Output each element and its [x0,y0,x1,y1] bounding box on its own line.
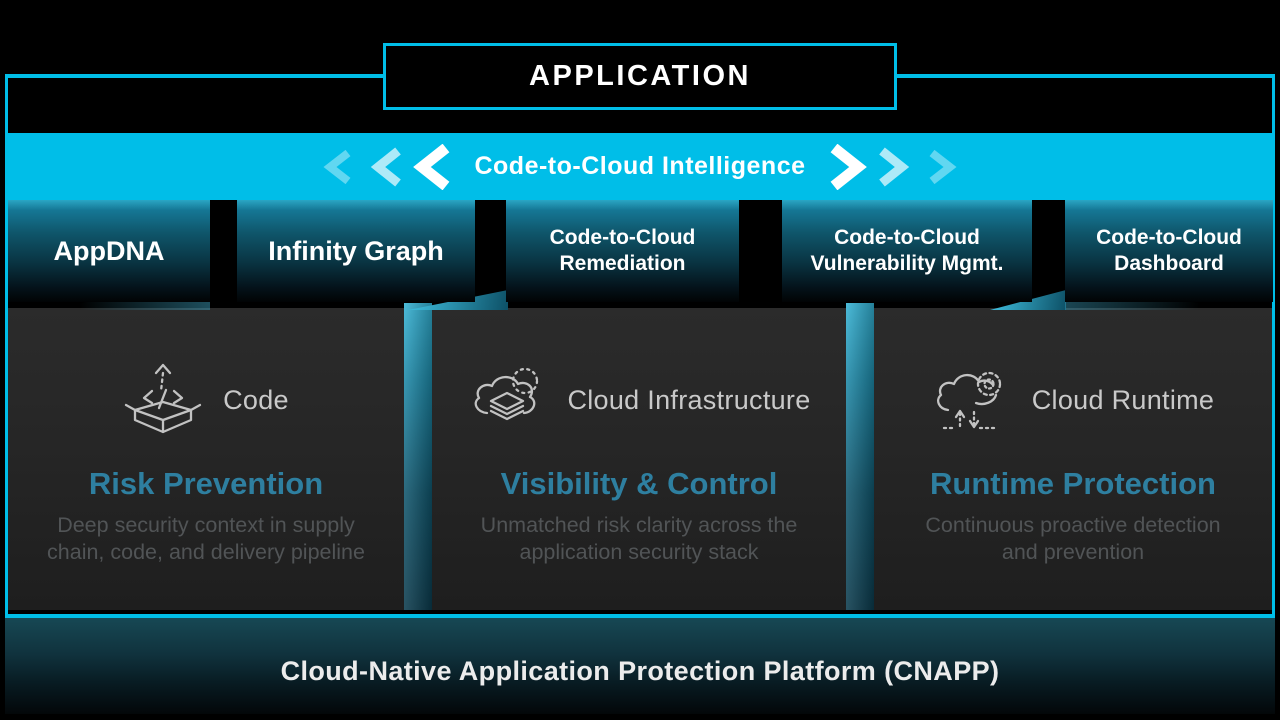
panel-icon-row: Code [8,358,404,442]
tab-infinity-graph: Infinity Graph [237,200,475,302]
cloud-infrastructure-icon [475,367,539,421]
tab-label: Infinity Graph [268,235,444,266]
intelligence-label: Code-to-Cloud Intelligence [474,152,806,180]
panel-divider-wall-left [404,303,432,610]
tab-label: AppDNA [53,235,165,266]
panel-description: Continuous proactive detection and preve… [925,513,1221,564]
chevrons-left-icon [323,143,450,190]
panel-icon-label: Cloud Infrastructure [567,384,811,415]
tab-appdna: AppDNA [8,200,210,302]
panel-title: Visibility & Control [500,466,778,501]
cnapp-footer-label: Cloud-Native Application Protection Plat… [280,655,1000,686]
panel-title: Risk Prevention [88,466,324,501]
panel-description: Deep security context in supply chain, c… [47,513,365,564]
tab-code-to-cloud-dashboard: Code-to-Cloud Dashboard [1065,200,1273,302]
tab-label: Code-to-Cloud Vulnerability Mgmt. [810,225,1004,275]
panel-icon-label: Code [223,384,289,415]
cnapp-footer-bar: Cloud-Native Application Protection Plat… [5,618,1275,714]
panel-divider-wall-right [846,303,874,610]
application-label: APPLICATION [529,60,751,92]
panel-icon-row: Cloud Infrastructure [432,358,846,442]
panel-cloud-runtime: Cloud Runtime Runtime Protection Continu… [874,308,1272,610]
code-box-icon [124,363,202,434]
chevrons-right-icon [830,143,957,190]
panel-icon-row: Cloud Runtime [874,358,1272,442]
panel-icon-label: Cloud Runtime [1031,384,1215,415]
intelligence-banner: Code-to-Cloud Intelligence [8,133,1272,200]
panel-cloud-infrastructure: Cloud Infrastructure Visibility & Contro… [432,308,846,610]
panel-code: Code Risk Prevention Deep security conte… [8,308,404,610]
panel-description: Unmatched risk clarity across the applic… [480,513,798,564]
panel-title: Runtime Protection [930,466,1216,501]
tab-label: Code-to-Cloud Dashboard [1096,225,1242,275]
tab-code-to-cloud-remediation: Code-to-Cloud Remediation [506,200,739,302]
tab-code-to-cloud-vulnerability-mgmt: Code-to-Cloud Vulnerability Mgmt. [782,200,1032,302]
tab-label: Code-to-Cloud Remediation [549,225,696,275]
cloud-runtime-icon [936,371,1001,430]
application-box: APPLICATION [383,43,897,110]
